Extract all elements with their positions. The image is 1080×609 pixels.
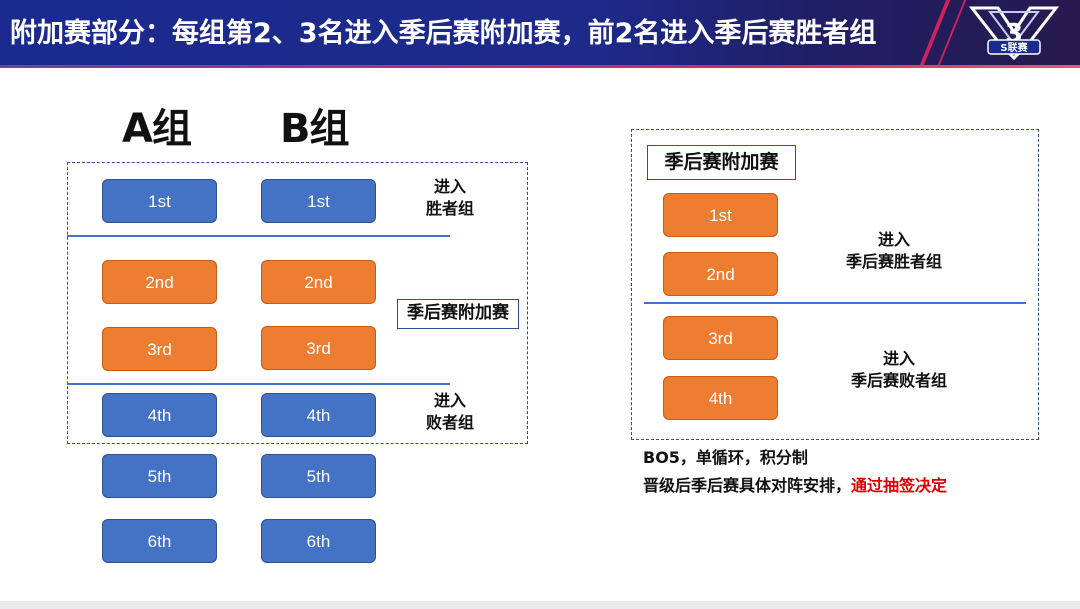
losers-group-note: 进入 败者组 <box>410 390 490 434</box>
playin-winners-note: 进入 季后赛胜者组 <box>824 229 964 273</box>
playin-losers-note: 进入 季后赛败者组 <box>829 348 969 392</box>
note-line: 胜者组 <box>425 199 474 218</box>
group-b-rank-2: 2nd <box>261 260 376 304</box>
playin-rank-3: 3rd <box>663 316 778 360</box>
note-line: 进入 <box>433 177 466 196</box>
note-line: 进入 <box>433 391 466 410</box>
group-b-rank-1: 1st <box>261 179 376 223</box>
playin-rank-2: 2nd <box>663 252 778 296</box>
draw-rule-highlight: 通过抽签决定 <box>851 476 948 495</box>
note-line: 进入 <box>882 349 915 368</box>
league-logo: 3 S联赛 <box>968 6 1060 61</box>
divider-line <box>67 235 450 237</box>
playin-divider <box>644 302 1026 304</box>
playin-label: 季后赛附加赛 <box>397 299 519 329</box>
note-line: 季后赛胜者组 <box>845 252 942 271</box>
divider-line <box>67 383 450 385</box>
top4-frame <box>67 162 528 444</box>
group-a-rank-2: 2nd <box>102 260 217 304</box>
playin-rank-1: 1st <box>663 193 778 237</box>
group-a-rank-1: 1st <box>102 179 217 223</box>
header-stripe <box>909 0 955 68</box>
group-a-heading: A组 <box>122 106 192 152</box>
playin-panel-title: 季后赛附加赛 <box>647 145 796 180</box>
group-a-rank-5: 5th <box>102 454 217 498</box>
note-line: 进入 <box>877 230 910 249</box>
page-title: 附加赛部分：每组第2、3名进入季后赛附加赛，前2名进入季后赛胜者组 <box>10 18 877 49</box>
group-b-rank-5: 5th <box>261 454 376 498</box>
page-bottom-strip <box>0 601 1080 609</box>
draw-rule: 晋级后季后赛具体对阵安排，通过抽签决定 <box>643 472 947 496</box>
note-line: 季后赛败者组 <box>850 371 947 390</box>
draw-rule-text: 晋级后季后赛具体对阵安排， <box>643 476 852 495</box>
group-a-rank-3: 3rd <box>102 327 217 371</box>
group-a-rank-6: 6th <box>102 519 217 563</box>
header-underline <box>0 65 1080 68</box>
logo-text: S联赛 <box>1000 41 1028 54</box>
page-header: 附加赛部分：每组第2、3名进入季后赛附加赛，前2名进入季后赛胜者组 3 S联赛 <box>0 0 1080 68</box>
group-b-rank-3: 3rd <box>261 326 376 370</box>
playin-panel <box>631 129 1039 440</box>
winners-group-note: 进入 胜者组 <box>410 176 490 220</box>
note-line: 败者组 <box>425 413 474 432</box>
group-b-heading: B组 <box>280 106 349 152</box>
playin-rank-4: 4th <box>663 376 778 420</box>
group-a-rank-4: 4th <box>102 393 217 437</box>
group-b-rank-4: 4th <box>261 393 376 437</box>
format-rule: BO5，单循环，积分制 <box>643 448 808 467</box>
group-b-rank-6: 6th <box>261 519 376 563</box>
